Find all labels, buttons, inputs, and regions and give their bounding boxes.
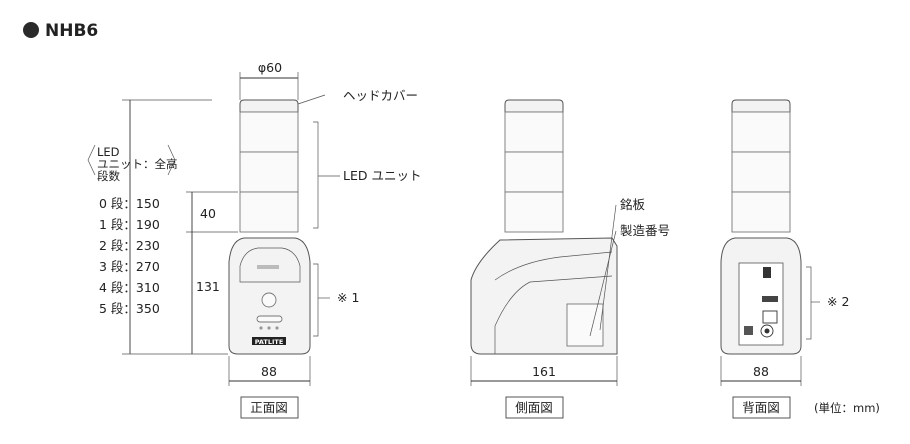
nameplate-panel [566,303,604,347]
front-indicator-1 [259,326,263,330]
back-view-label-box [732,396,791,419]
back-led-tier-3 [731,191,791,233]
head-cover-leader [297,94,326,105]
back-led-tier-2 [731,151,791,193]
table-row: 1 段：190 [99,217,160,232]
table-header-2: ユニット：全高 [97,157,178,171]
front-view-label: 正面図 [250,400,288,415]
side-base-contour-2 [494,275,613,354]
table-header-3: 段数 [97,169,120,183]
front-indicator-3 [275,326,279,330]
brand-logo-text: PATLITE [255,338,284,346]
side-led-tier-1 [504,111,564,153]
head-cover-label: ヘッドカバー [343,88,418,103]
note2-bracket [806,266,812,340]
back-power-jack-center [764,328,770,334]
front-small-label [257,265,279,269]
front-base-upper-panel [239,247,301,283]
height-table: LED ユニット：全高 段数 0 段：150 1 段：190 2 段：230 3… [87,144,178,316]
note1-bracket [313,263,319,337]
side-view [470,99,618,355]
nameplate-leader [599,204,617,331]
nameplate-label: 銘板 [620,197,646,212]
front-button-icon [261,292,277,308]
table-row: 5 段：350 [99,301,160,316]
back-switch [763,267,771,278]
note2-label: ※ 2 [827,294,849,309]
front-head-cover [239,99,299,113]
diameter-label: φ60 [258,60,282,75]
front-led-tier-2 [239,151,299,193]
front-width-label: 88 [261,364,277,379]
side-head-cover [504,99,564,113]
side-led-tier-3 [504,191,564,233]
serial-number-label: 製造番号 [620,223,670,238]
led-unit-label: LED ユニット [343,168,421,183]
side-view-label-box [505,396,564,419]
page-title: NHB6 [45,21,98,41]
table-bracket-right [167,144,176,176]
side-width-label: 161 [532,364,556,379]
front-led-tier-1 [239,111,299,153]
back-view-label: 背面図 [742,400,780,415]
side-led-tier-2 [504,151,564,193]
front-led-tier-3 [239,191,299,233]
serial-leader [589,230,617,337]
front-slot [256,315,283,323]
unit-height-label: 40 [200,206,216,221]
table-row: 4 段：310 [99,280,160,295]
table-row: 2 段：230 [99,238,160,253]
side-base-contour-1 [494,251,613,281]
led-unit-bracket [313,121,319,229]
unit-note: (単位：mm) [814,401,880,415]
front-view: PATLITE [228,99,311,355]
table-row: 3 段：270 [99,259,160,274]
front-indicator-2 [267,326,271,330]
brand-logo [252,337,286,345]
table-bracket-left [87,144,96,176]
note1-label: ※ 1 [337,290,359,305]
table-header-1: LED [97,145,120,159]
back-led-tier-1 [731,111,791,153]
side-view-label: 側面図 [515,400,553,415]
back-connector [744,326,753,335]
back-port-1 [762,296,778,302]
back-view [720,99,802,355]
title-bullet-icon [23,22,39,38]
base-height-label: 131 [196,279,220,294]
table-row: 0 段：150 [99,196,160,211]
back-lan-port [762,310,778,324]
back-head-cover [731,99,791,113]
front-view-label-box [240,396,299,419]
back-width-label: 88 [753,364,769,379]
